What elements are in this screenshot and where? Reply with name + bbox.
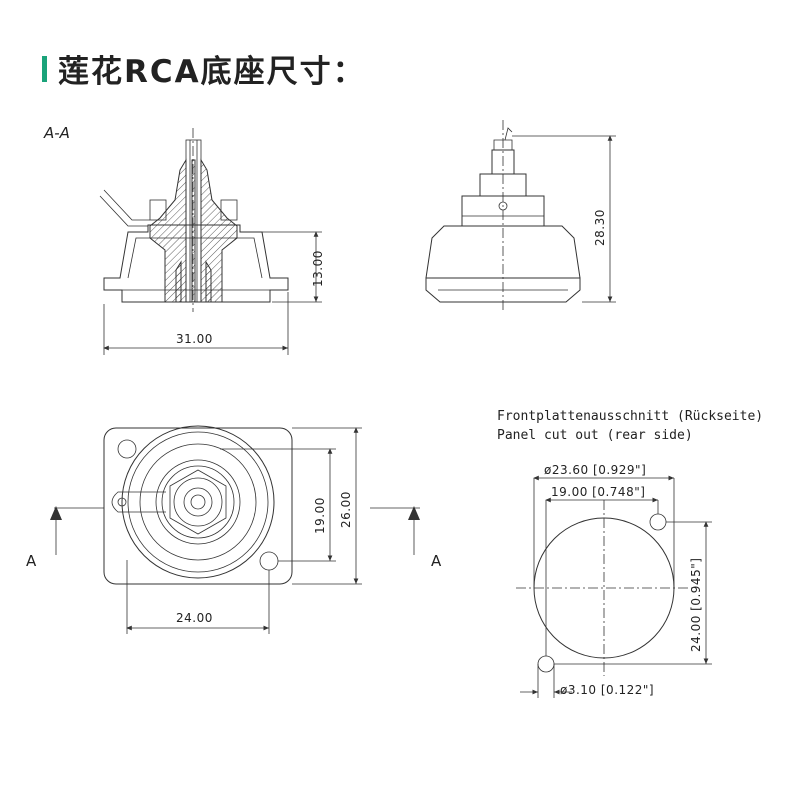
dim-bottom-inner-height: 19.00 (313, 497, 327, 534)
bottom-view: A A 24.00 19.00 26.00 (26, 425, 442, 634)
section-arrow-left: A (26, 552, 37, 570)
dim-side-width: 31.00 (176, 332, 213, 346)
dim-front-height: 28.30 (593, 209, 607, 246)
dim-bottom-width: 24.00 (176, 611, 213, 625)
front-view: 28.30 (425, 120, 616, 312)
side-section-view: 31.00 13.00 (99, 128, 325, 355)
section-arrow-right: A (431, 552, 442, 570)
panel-cutout-title-de: Frontplattenausschnitt (Rückseite) (497, 409, 764, 424)
dim-cutout-inner: 19.00 [0.748"] (551, 485, 645, 499)
panel-cutout-title-en: Panel cut out (rear side) (497, 428, 693, 443)
dim-cutout-diameter: ø23.60 [0.929"] (544, 463, 646, 477)
panel-cutout-view: ø23.60 [0.929"] 19.00 [0.748"] 24.00 [0.… (516, 463, 712, 698)
page-title: 莲花RCA底座尺寸： (58, 54, 366, 90)
dim-bottom-outer-height: 26.00 (339, 491, 353, 528)
dim-hole-diameter: ø3.10 [0.122"] (560, 683, 654, 697)
section-label: A-A (43, 124, 70, 142)
dim-cutout-height: 24.00 [0.945"] (689, 558, 703, 652)
title-accent-bar (42, 56, 47, 82)
dim-side-height: 13.00 (311, 250, 325, 287)
